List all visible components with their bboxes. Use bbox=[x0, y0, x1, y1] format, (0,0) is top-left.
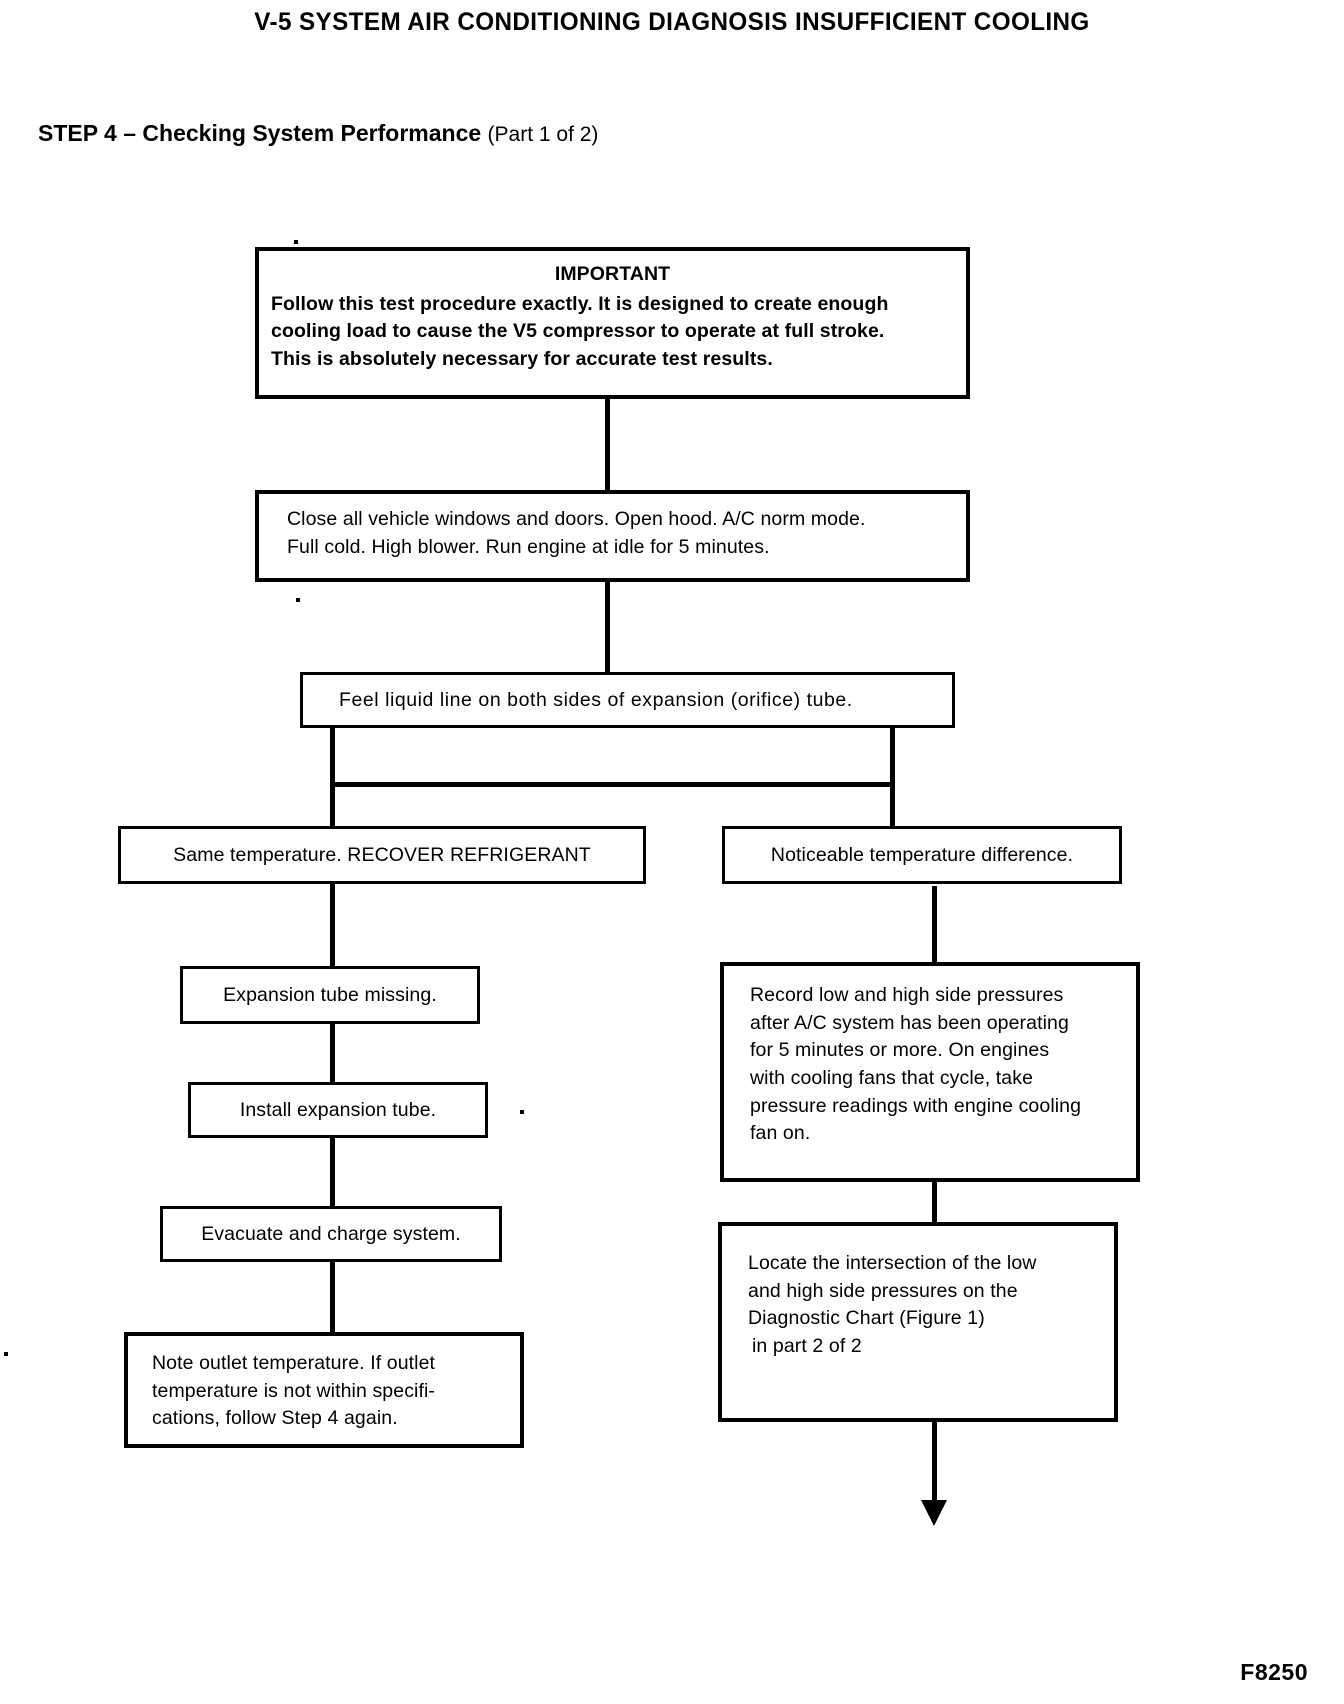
important-heading: IMPORTANT bbox=[554, 263, 671, 285]
connector-feel-to-right-branch bbox=[890, 726, 895, 830]
locate-intersection-box: Locate the intersection of the low and h… bbox=[718, 1222, 1118, 1422]
connector-left-branch-to-expansion-missing bbox=[330, 882, 335, 974]
left-chain-4-line-3: cations, follow Step 4 again. bbox=[152, 1407, 398, 1430]
connector-locate-to-part2 bbox=[932, 1422, 937, 1514]
important-line-3: This is absolutely necessary for accurat… bbox=[271, 348, 773, 371]
branch-left-line-1: Same temperature. RECOVER REFRIGERANT bbox=[173, 844, 591, 866]
branch-temperature-difference-box: Noticeable temperature difference. bbox=[722, 826, 1122, 884]
left-chain-4-line-1: Note outlet temperature. If outlet bbox=[152, 1352, 436, 1374]
branch-right-line-1: Noticeable temperature difference. bbox=[770, 844, 1074, 866]
connector-setup-to-feel bbox=[605, 582, 610, 680]
connector-important-to-setup bbox=[605, 398, 610, 498]
left-chain-1-line-1: Expansion tube missing. bbox=[223, 984, 437, 1006]
right-chain-2-line-1: Locate the intersection of the low bbox=[748, 1252, 1037, 1274]
scan-speck bbox=[4, 1352, 8, 1356]
important-line-1: Follow this test procedure exactly. It i… bbox=[271, 292, 889, 315]
evacuate-and-charge-box: Evacuate and charge system. bbox=[160, 1206, 502, 1262]
expansion-tube-missing-box: Expansion tube missing. bbox=[180, 966, 480, 1024]
scan-speck bbox=[294, 240, 298, 244]
feel-line-1: Feel liquid line on both sides of expans… bbox=[339, 689, 853, 711]
figure-reference: F8250 bbox=[1240, 1659, 1308, 1685]
page-title: V-5 SYSTEM AIR CONDITIONING DIAGNOSIS IN… bbox=[254, 8, 1090, 36]
connector-expansion-missing-to-install bbox=[330, 1024, 335, 1086]
right-chain-2-line-2: and high side pressures on the bbox=[748, 1279, 1018, 1302]
branch-split-line bbox=[330, 782, 892, 787]
connector-record-to-locate bbox=[932, 1178, 937, 1226]
important-line-2: cooling load to cause the V5 compressor … bbox=[271, 320, 885, 343]
note-outlet-temperature-box: Note outlet temperature. If outlet tempe… bbox=[124, 1332, 524, 1448]
setup-line-2: Full cold. High blower. Run engine at id… bbox=[287, 535, 770, 558]
setup-line-1: Close all vehicle windows and doors. Ope… bbox=[287, 508, 866, 530]
right-chain-1-line-6: fan on. bbox=[750, 1122, 811, 1145]
scan-speck bbox=[296, 598, 300, 602]
arrow-down-icon bbox=[921, 1500, 947, 1526]
important-callout-box: IMPORTANT Follow this test procedure exa… bbox=[255, 247, 970, 399]
right-chain-1-line-1: Record low and high side pressures bbox=[750, 984, 1064, 1006]
feel-liquid-line-box: Feel liquid line on both sides of expans… bbox=[300, 672, 955, 728]
right-chain-2-line-4: in part 2 of 2 bbox=[752, 1335, 862, 1358]
left-chain-2-line-1: Install expansion tube. bbox=[239, 1099, 437, 1121]
step-heading: STEP 4 – Checking System Performance (Pa… bbox=[38, 120, 598, 147]
left-chain-4-line-2: temperature is not within specifi- bbox=[152, 1379, 436, 1402]
install-expansion-tube-box: Install expansion tube. bbox=[188, 1082, 488, 1138]
connector-evacuate-to-note-outlet bbox=[330, 1260, 335, 1336]
connector-install-to-evacuate bbox=[330, 1136, 335, 1210]
connector-right-branch-to-record bbox=[932, 886, 937, 966]
left-chain-3-line-1: Evacuate and charge system. bbox=[201, 1223, 461, 1245]
connector-feel-to-left-branch bbox=[330, 726, 335, 830]
step-part-label: (Part 1 of 2) bbox=[487, 123, 599, 146]
right-chain-1-line-4: with cooling fans that cycle, take bbox=[750, 1067, 1034, 1090]
branch-same-temperature-box: Same temperature. RECOVER REFRIGERANT bbox=[118, 826, 646, 884]
scan-speck bbox=[520, 1110, 524, 1114]
right-chain-1-line-2: after A/C system has been operating bbox=[750, 1011, 1069, 1034]
right-chain-1-line-3: for 5 minutes or more. On engines bbox=[750, 1039, 1050, 1062]
step-heading-label: STEP 4 – Checking System Performance bbox=[38, 120, 482, 146]
record-pressures-box: Record low and high side pressures after… bbox=[720, 962, 1140, 1182]
right-chain-2-line-3: Diagnostic Chart (Figure 1) bbox=[748, 1307, 985, 1330]
right-chain-1-line-5: pressure readings with engine cooling bbox=[750, 1094, 1082, 1117]
setup-instruction-box: Close all vehicle windows and doors. Ope… bbox=[255, 490, 970, 582]
